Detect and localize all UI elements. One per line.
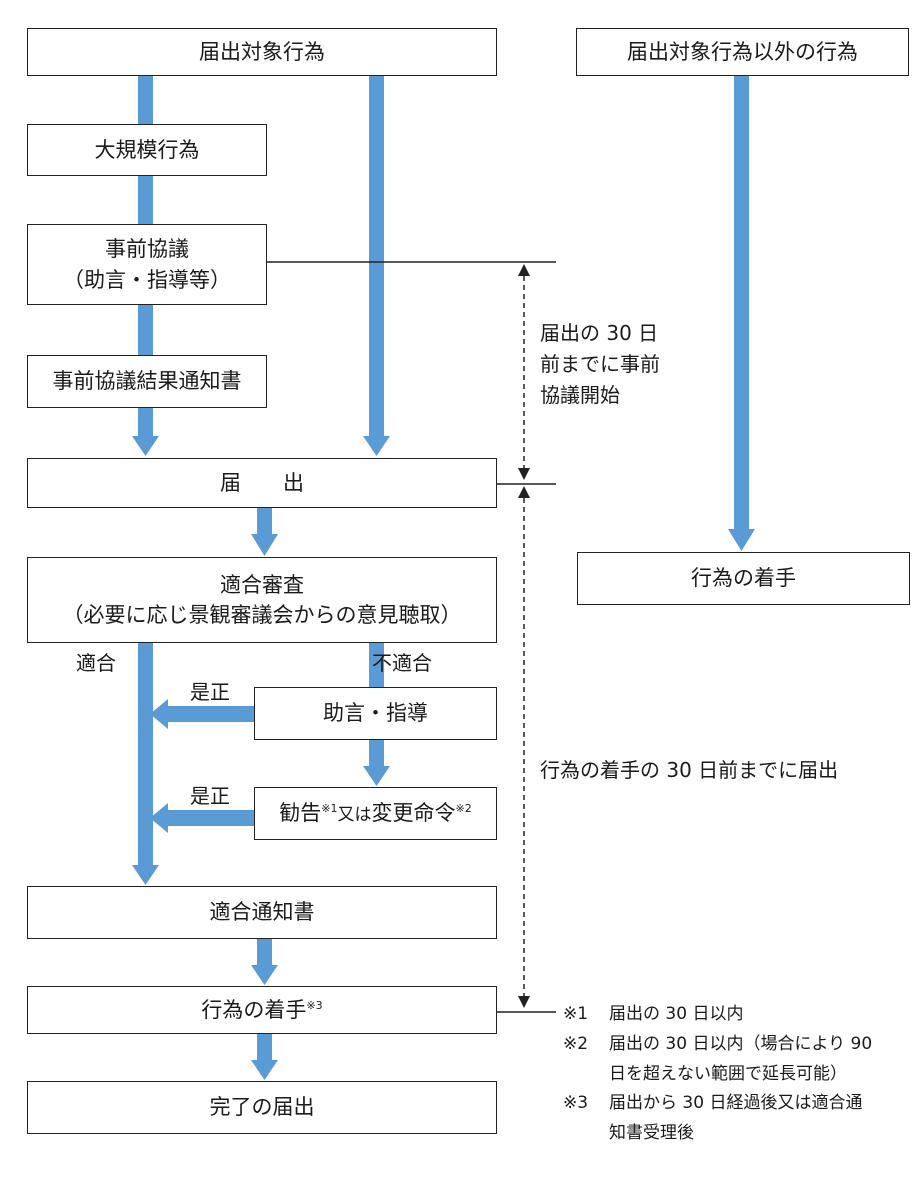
arrow-start-to-completion-shaft: [257, 1034, 272, 1060]
arrow-target-to-notify-head: [363, 436, 390, 456]
footnotes: ※1 届出の 30 日以内 ※2 届出の 30 日以内（場合により 90 日を超えな…: [563, 1000, 872, 1149]
consult-period-arrowhead-down: [518, 468, 530, 480]
notify-period-arrowhead-up: [518, 486, 530, 498]
footnote-2-mark: ※2: [563, 1033, 589, 1054]
large-scale-label: 大規模行為: [94, 137, 200, 162]
arrow-result-to-notify-shaft: [138, 408, 153, 436]
advice-label: 助言・指導: [323, 701, 428, 726]
notify-target-label: 届出対象行為: [199, 39, 325, 64]
pre-consult-result-label: 事前協議結果通知書: [52, 369, 242, 394]
non-target-box: 届出対象行為以外の行為: [576, 28, 909, 76]
large-scale-box: 大規模行為: [27, 124, 267, 176]
arrow-correct-2-head: [150, 803, 168, 833]
completion-box: 完了の届出: [27, 1081, 497, 1134]
arrow-consult-to-result: [138, 305, 153, 355]
change-order-note-mark: ※2: [455, 802, 472, 816]
pre-consult-line-1: 事前協議: [105, 237, 189, 262]
review-box: 適合審査 （必要に応じ景観審議会からの意見聴取）: [27, 557, 497, 643]
conform-notice-box: 適合通知書: [27, 886, 497, 939]
change-order-label: 変更命令: [371, 801, 456, 826]
conform-notice-label: 適合通知書: [209, 900, 315, 925]
advice-box: 助言・指導: [254, 687, 497, 740]
non-target-label: 届出対象行為以外の行為: [627, 39, 858, 64]
consult-period-line-2: 前までに事前: [540, 352, 660, 376]
arrow-target-to-large: [138, 76, 153, 124]
arrow-correct-1-shaft: [168, 706, 254, 722]
correct-label-2: 是正: [190, 784, 230, 808]
arrow-nonconform-to-advice: [369, 643, 384, 687]
notification-label: 届 出: [220, 470, 304, 495]
footnote-3-cont: 知書受理後: [609, 1123, 694, 1143]
notify-period-arrowhead-down: [518, 996, 530, 1008]
start-left-text: 行為の着手: [201, 997, 307, 1022]
nonconform-label: 不適合: [372, 651, 432, 675]
arrow-non-target-shaft: [734, 76, 749, 529]
arrow-target-to-notify-shaft: [369, 76, 384, 436]
correct-label-1: 是正: [190, 680, 230, 704]
consult-period-line-1: 届出の 30 日: [540, 321, 659, 345]
notification-box: 届 出: [27, 458, 497, 508]
arrow-correct-1-head: [150, 699, 168, 729]
review-line-1: 適合審査: [220, 572, 304, 597]
consult-period-label: 届出の 30 日 前までに事前 協議開始: [540, 318, 660, 411]
footnote-2: ※2 届出の 30 日以内（場合により 90: [563, 1030, 872, 1060]
footnote-3: ※3 届出から 30 日経過後又は適合通: [563, 1089, 872, 1119]
recommend-order-box: 勧告※1又は変更命令※2: [254, 787, 497, 840]
recommend-or-label: 又は: [337, 805, 372, 826]
arrow-large-to-consult: [138, 176, 153, 224]
arrow-result-to-notify-head: [132, 436, 159, 456]
arrow-conform-shaft: [138, 643, 153, 865]
footnote-2-text-1: 届出の 30 日以内（場合により 90: [609, 1033, 873, 1054]
start-left-note-mark: ※3: [306, 998, 323, 1012]
consult-period-line-3: 協議開始: [540, 383, 620, 407]
arrow-advice-to-recommend-head: [363, 766, 390, 786]
arrow-conform-notice-to-start-head: [251, 965, 278, 985]
start-right-label: 行為の着手: [691, 566, 796, 591]
review-line-2: （必要に応じ景観審議会からの意見聴取）: [62, 603, 462, 627]
arrow-non-target-head: [728, 529, 755, 551]
footnote-1-text: 届出の 30 日以内: [609, 1004, 744, 1024]
arrow-conform-head: [132, 865, 159, 885]
arrow-conform-notice-to-start-shaft: [257, 939, 272, 965]
footnote-3-text-1: 届出から 30 日経過後又は適合通: [609, 1093, 863, 1114]
arrow-advice-to-recommend-shaft: [369, 740, 384, 766]
completion-label: 完了の届出: [209, 1095, 315, 1120]
recommend-order-label: 勧告※1又は変更命令※2: [279, 798, 471, 828]
pre-consult-box: 事前協議 （助言・指導等）: [27, 224, 267, 305]
arrow-correct-2-shaft: [168, 810, 254, 826]
recommend-note-mark: ※1: [321, 802, 338, 816]
notify-target-box: 届出対象行為: [27, 28, 497, 76]
footnote-1-mark: ※1: [563, 1004, 589, 1024]
pre-consult-result-box: 事前協議結果通知書: [27, 355, 267, 408]
arrow-notify-to-review-shaft: [257, 508, 272, 534]
start-left-box: 行為の着手※3: [27, 986, 497, 1034]
footnote-1: ※1 届出の 30 日以内: [563, 1000, 872, 1030]
pre-consult-line-2: （助言・指導等）: [63, 267, 231, 292]
footnote-2-cont: 日を超えない範囲で延長可能）: [609, 1063, 847, 1084]
start-left-label: 行為の着手※3: [201, 995, 322, 1025]
start-right-box: 行為の着手: [577, 552, 910, 605]
recommend-label: 勧告: [279, 801, 322, 826]
consult-period-arrowhead-up: [518, 264, 530, 276]
conform-label: 適合: [76, 651, 116, 675]
arrow-start-to-completion-head: [251, 1060, 278, 1080]
footnote-3-mark: ※3: [563, 1093, 589, 1114]
arrow-notify-to-review-head: [251, 534, 278, 556]
notify-period-label: 行為の着手の 30 日前までに届出: [540, 758, 839, 782]
